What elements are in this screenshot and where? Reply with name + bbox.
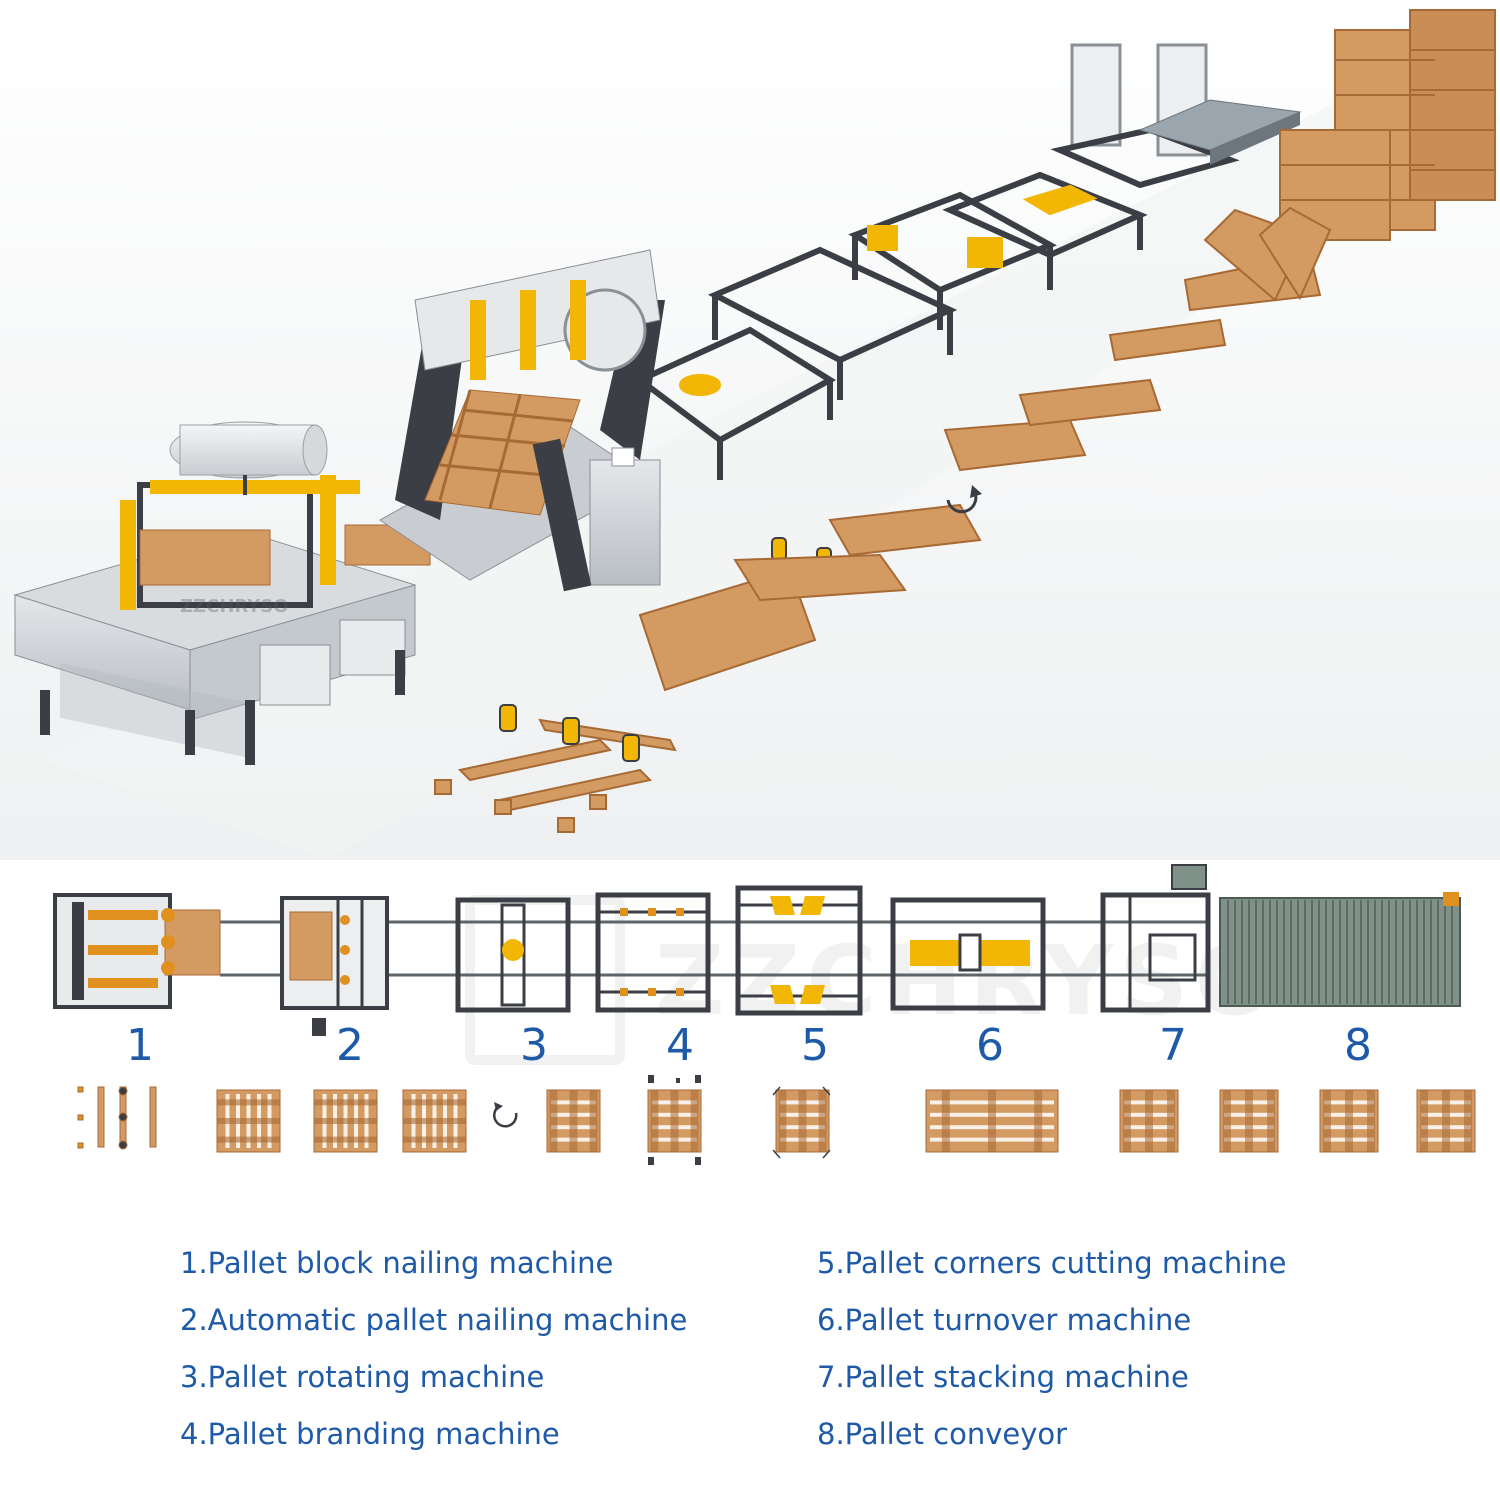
top-view-layout xyxy=(53,864,1461,1036)
pallet-stage-a xyxy=(638,253,1322,692)
pallet-icon xyxy=(1119,1089,1179,1153)
step-number-6: 6 xyxy=(976,1020,1004,1071)
top-view-machine-7 xyxy=(1100,864,1211,1013)
legend-item-2: 2.Automatic pallet nailing machine xyxy=(180,1303,688,1337)
legend-item-4: 4.Pallet branding machine xyxy=(180,1417,560,1451)
legend-item-6: 6.Pallet turnover machine xyxy=(817,1303,1192,1337)
step-number-2: 2 xyxy=(336,1020,364,1071)
pallet-icon xyxy=(775,1089,830,1153)
machine-4-branding xyxy=(707,246,958,400)
rotate-arrow-icon xyxy=(493,1102,518,1128)
brand-mark: ZZCHRYSO xyxy=(180,596,289,617)
tipped-pallet xyxy=(1203,206,1332,302)
step-number-3: 3 xyxy=(520,1020,548,1071)
rotate-arrow-icon xyxy=(946,485,982,514)
machine-2-automatic-nailing xyxy=(379,249,665,592)
top-view-machine-5 xyxy=(735,885,863,1016)
machine-8-conveyor xyxy=(1138,99,1302,165)
finished-pallet-stacks xyxy=(1279,9,1496,241)
step-number-8: 8 xyxy=(1344,1020,1372,1071)
machine-5-corner-cutting xyxy=(848,191,1057,330)
step-number-4: 4 xyxy=(666,1020,694,1071)
pallet-icon xyxy=(313,1089,378,1153)
legend-item-3: 3.Pallet rotating machine xyxy=(180,1360,545,1394)
legend-right-column: 5.Pallet corners cutting machine 6.Palle… xyxy=(817,1238,1287,1466)
legend-left-column: 1.Pallet block nailing machine 2.Automat… xyxy=(180,1238,687,1466)
legend-item-5: 5.Pallet corners cutting machine xyxy=(817,1246,1287,1280)
pallet-icon xyxy=(216,1089,281,1153)
pallet-stage-icons xyxy=(77,1075,1476,1165)
machine-6-turnover xyxy=(942,171,1148,290)
top-view-machine-6 xyxy=(890,897,1046,1011)
machine-1-block-nailing xyxy=(13,421,431,765)
branding-marks-icon xyxy=(648,1075,701,1165)
top-view-machine-4 xyxy=(595,892,711,1013)
pallet-icon xyxy=(647,1089,702,1153)
pallet-icon xyxy=(546,1089,601,1153)
pallet-icon xyxy=(925,1089,1059,1153)
step-number-1: 1 xyxy=(126,1020,154,1071)
pallet-icon xyxy=(1416,1089,1476,1153)
legend-item-7: 7.Pallet stacking machine xyxy=(817,1360,1189,1394)
top-view-machine-3 xyxy=(455,897,571,1013)
top-view-machine-1 xyxy=(53,893,221,1009)
legend-item-8: 8.Pallet conveyor xyxy=(817,1417,1068,1451)
top-view-conveyor xyxy=(1219,892,1461,1007)
machine-3-rotating xyxy=(634,326,836,480)
production-line-illustration: ZZCHRYSO xyxy=(0,0,1500,860)
legend-item-1: 1.Pallet block nailing machine xyxy=(180,1246,614,1280)
pallet-icon xyxy=(402,1089,467,1153)
top-view-machine-2 xyxy=(280,896,389,1036)
pallet-flow-on-floor xyxy=(434,206,1332,833)
pallet-icon xyxy=(1319,1089,1379,1153)
pallet-icon xyxy=(1219,1089,1279,1153)
step-number-5: 5 xyxy=(801,1020,829,1071)
corner-cut-marks-icon xyxy=(772,1086,831,1159)
step-number-7: 7 xyxy=(1159,1020,1187,1071)
stringers-icon xyxy=(77,1086,157,1150)
